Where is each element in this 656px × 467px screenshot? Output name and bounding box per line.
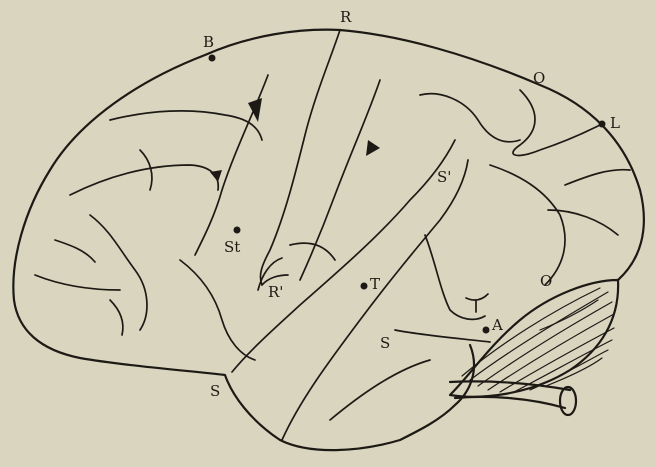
label-b: B [203, 33, 214, 51]
point-l [599, 121, 606, 128]
label-s-lower: S [380, 334, 390, 352]
point-st [234, 227, 241, 234]
label-s-prime: S' [437, 168, 451, 186]
label-o-lower: O [540, 272, 552, 290]
label-s-bottom: S [210, 382, 220, 400]
label-o-top: O [533, 69, 545, 87]
point-a [483, 327, 490, 334]
point-b [209, 55, 216, 62]
label-a: A [491, 316, 503, 334]
label-r-prime: R' [268, 283, 283, 301]
point-t [361, 283, 368, 290]
label-r: R [340, 8, 352, 26]
label-l: L [610, 114, 620, 132]
label-st: St [224, 238, 240, 256]
label-t: T [370, 275, 380, 293]
